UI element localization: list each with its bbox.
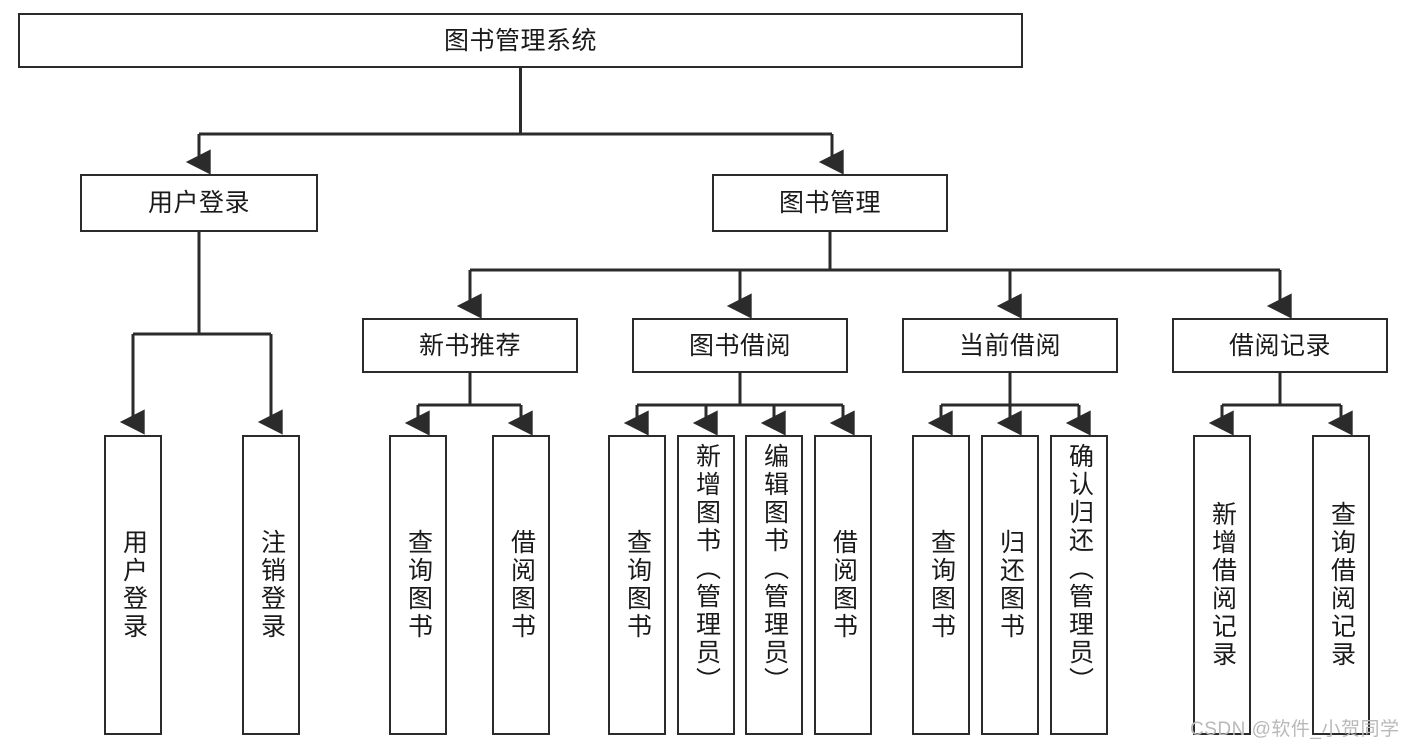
node-label: 图书管理系统 <box>443 26 597 55</box>
node-label: 新书推荐 <box>418 331 521 360</box>
leaf-record-query-record[interactable]: 查询借阅记录 <box>1312 435 1370 735</box>
leaf-current-query-book[interactable]: 查询图书 <box>912 435 970 735</box>
leaf-current-return-book[interactable]: 归还图书 <box>981 435 1039 735</box>
node-label: 归还图书 <box>996 529 1025 641</box>
leaf-borrow-add-book-admin[interactable]: 新增图书（管理员） <box>677 435 735 735</box>
leaf-recommend-query-book[interactable]: 查询图书 <box>389 435 447 735</box>
node-root-system[interactable]: 图书管理系统 <box>18 13 1023 68</box>
node-book-borrow[interactable]: 图书借阅 <box>632 318 848 373</box>
node-label: 借阅记录 <box>1228 331 1331 360</box>
node-label: 注销登录 <box>257 529 286 641</box>
leaf-user-login-logout[interactable]: 注销登录 <box>242 435 300 735</box>
node-label: 编辑图书（管理员） <box>760 443 789 695</box>
node-label: 用户登录 <box>119 529 148 641</box>
leaf-recommend-borrow-book[interactable]: 借阅图书 <box>492 435 550 735</box>
node-current-borrow[interactable]: 当前借阅 <box>902 318 1118 373</box>
node-label: 图书管理 <box>778 189 881 217</box>
node-label: 借阅图书 <box>829 529 858 641</box>
leaf-current-confirm-return-admin[interactable]: 确认归还（管理员） <box>1050 435 1108 735</box>
node-label: 确认归还（管理员） <box>1065 443 1094 695</box>
node-label: 新增借阅记录 <box>1208 501 1237 669</box>
node-label: 新增图书（管理员） <box>692 443 721 695</box>
leaf-borrow-borrow-book[interactable]: 借阅图书 <box>814 435 872 735</box>
node-book-management[interactable]: 图书管理 <box>712 174 948 232</box>
node-label: 用户登录 <box>147 189 250 217</box>
node-label: 查询图书 <box>404 529 433 641</box>
node-label: 查询借阅记录 <box>1327 501 1356 669</box>
node-new-book-recommend[interactable]: 新书推荐 <box>362 318 578 373</box>
node-label: 借阅图书 <box>507 529 536 641</box>
leaf-user-login-login[interactable]: 用户登录 <box>104 435 162 735</box>
node-label: 查询图书 <box>927 529 956 641</box>
node-label: 查询图书 <box>623 529 652 641</box>
leaf-borrow-edit-book-admin[interactable]: 编辑图书（管理员） <box>745 435 803 735</box>
leaf-borrow-query-book[interactable]: 查询图书 <box>608 435 666 735</box>
node-borrow-record[interactable]: 借阅记录 <box>1172 318 1388 373</box>
node-label: 当前借阅 <box>958 331 1061 360</box>
node-label: 图书借阅 <box>688 331 791 360</box>
node-user-login[interactable]: 用户登录 <box>80 174 318 232</box>
leaf-record-add-record[interactable]: 新增借阅记录 <box>1193 435 1251 735</box>
